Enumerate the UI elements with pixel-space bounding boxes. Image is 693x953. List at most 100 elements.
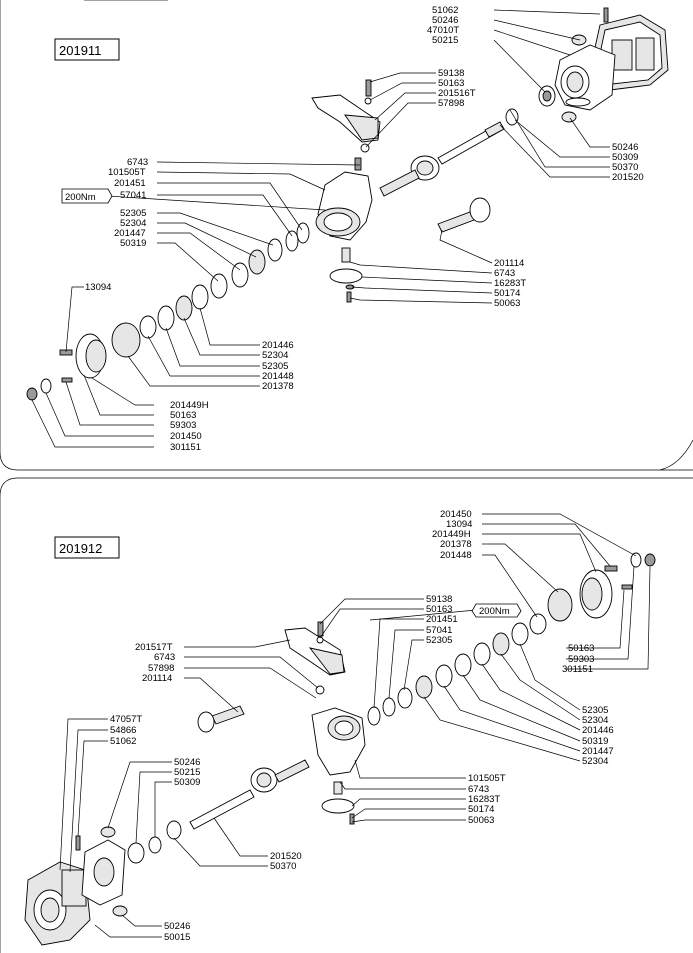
top-panel-border <box>0 0 693 471</box>
part-label: 101505T <box>108 167 146 178</box>
part-label: 52305 <box>582 705 608 716</box>
top-panel-right-edge <box>659 439 693 471</box>
part-label: 59303 <box>568 654 594 665</box>
part-label: 201447 <box>582 746 614 757</box>
bushing-50246-bottom <box>100 826 116 838</box>
steering-arm-201516T <box>311 94 381 143</box>
part-label: 50370 <box>612 162 638 173</box>
part-label: 57898 <box>148 663 174 674</box>
kingpin-lower-top <box>329 247 363 303</box>
part-label: 50246 <box>174 757 200 768</box>
bolt-51062-bottom <box>75 835 81 851</box>
part-label: 54866 <box>110 725 136 736</box>
ring-201446-top <box>191 284 209 310</box>
part-label: 50163 <box>426 604 452 615</box>
part-label: 6743 <box>494 268 515 279</box>
torque-callout-bottom: 200Nm <box>471 603 522 618</box>
stub-shaft-201114-bottom <box>197 705 245 733</box>
torque-value-top: 200Nm <box>65 192 96 203</box>
knuckle-housing-bottom <box>81 839 126 906</box>
bolt-59303-bottom <box>621 584 633 590</box>
part-label: 50063 <box>468 815 494 826</box>
bolt-51062-top <box>603 7 609 23</box>
assembly-id-top: 201911 <box>59 43 101 58</box>
assembly-id-box-top: 201911 <box>54 38 120 61</box>
part-label: 201450 <box>170 431 202 442</box>
ring-201446-bottom <box>473 642 491 666</box>
top-parts <box>26 7 669 401</box>
leader-lines-top <box>31 9 610 448</box>
part-label: 50246 <box>432 15 458 26</box>
seal-50309-bottom <box>148 836 162 854</box>
part-label: 201449H <box>170 400 209 411</box>
part-label: 201448 <box>262 371 294 382</box>
part-label: 50215 <box>174 767 200 778</box>
washer-201450-bottom <box>630 552 642 568</box>
part-label: 50163 <box>438 78 464 89</box>
part-label: 50015 <box>164 932 190 943</box>
washer-50163-top <box>364 97 372 105</box>
part-label: 201520 <box>270 851 302 862</box>
bearing-52304b-bottom <box>492 632 510 656</box>
bottom-panel-border <box>0 477 693 953</box>
part-label: 52304 <box>262 350 288 361</box>
part-label: 50215 <box>432 35 458 46</box>
bearing-52304b-top <box>175 295 193 321</box>
part-label: 50246 <box>612 142 638 153</box>
stub-shaft-201114-top <box>437 197 491 233</box>
kingpin-lower-bottom <box>321 781 355 825</box>
ring-57041-top <box>285 230 299 252</box>
labels-bottom: 201450 13094 201449H 201378 201448 59138… <box>110 509 614 943</box>
bearing-52305b-bottom <box>511 622 529 646</box>
bottom-parts <box>24 552 656 946</box>
diff-housing-bottom <box>24 861 91 946</box>
bearing-52304-top <box>248 249 266 275</box>
leader-lines-bottom <box>59 513 651 938</box>
bushing-50246b-top <box>561 111 577 123</box>
washer-50163-bottom <box>316 636 324 644</box>
part-label: 201447 <box>114 228 146 239</box>
part-label: 52305 <box>262 361 288 372</box>
bolt-59303-top <box>61 377 73 383</box>
bearing-50215-bottom <box>127 842 145 864</box>
bolt-59138-top <box>365 79 372 97</box>
ring-50319-top <box>210 273 228 299</box>
part-label: 201378 <box>440 539 472 550</box>
washer-201450-top <box>40 378 52 394</box>
part-label: 52305 <box>426 635 452 646</box>
ring-57041-bottom <box>382 697 396 717</box>
steering-knuckle-bottom <box>311 707 366 776</box>
cap-301151-top <box>26 387 38 401</box>
part-label: 6743 <box>468 784 489 795</box>
part-label: 201448 <box>440 550 472 561</box>
part-label: 50319 <box>582 736 608 747</box>
seal-50309-top <box>505 108 519 126</box>
part-label: 201517T <box>135 642 173 653</box>
part-label: 201450 <box>440 509 472 520</box>
part-label: 50163 <box>568 643 594 654</box>
part-label: 50246 <box>164 921 190 932</box>
torque-callout-top: 200Nm <box>61 188 113 204</box>
seal-201448-bottom <box>529 613 547 635</box>
part-label: 52305 <box>120 208 146 219</box>
part-label: 50174 <box>494 288 520 299</box>
ring-50319-bottom <box>454 653 472 677</box>
stud-13094-bottom <box>604 565 618 572</box>
part-label: 6743 <box>127 157 148 168</box>
part-label: 52304 <box>582 756 608 767</box>
part-label: 47057T <box>110 714 142 725</box>
part-label: 50063 <box>494 298 520 309</box>
part-label: 50163 <box>170 410 196 421</box>
part-label: 201449H <box>432 529 471 540</box>
part-label: 16283T <box>494 278 526 289</box>
part-label: 57898 <box>438 98 464 109</box>
part-label: 301151 <box>562 664 593 675</box>
part-label: 13094 <box>446 519 472 530</box>
labels-top: 51062 50246 47010T 50215 59138 50163 201… <box>85 5 644 453</box>
steering-arm-201517T <box>284 627 346 676</box>
part-label: 52304 <box>120 218 146 229</box>
part-label: 201114 <box>142 673 172 684</box>
torque-value-bottom: 200Nm <box>479 606 510 617</box>
part-label: 101505T <box>468 773 506 784</box>
